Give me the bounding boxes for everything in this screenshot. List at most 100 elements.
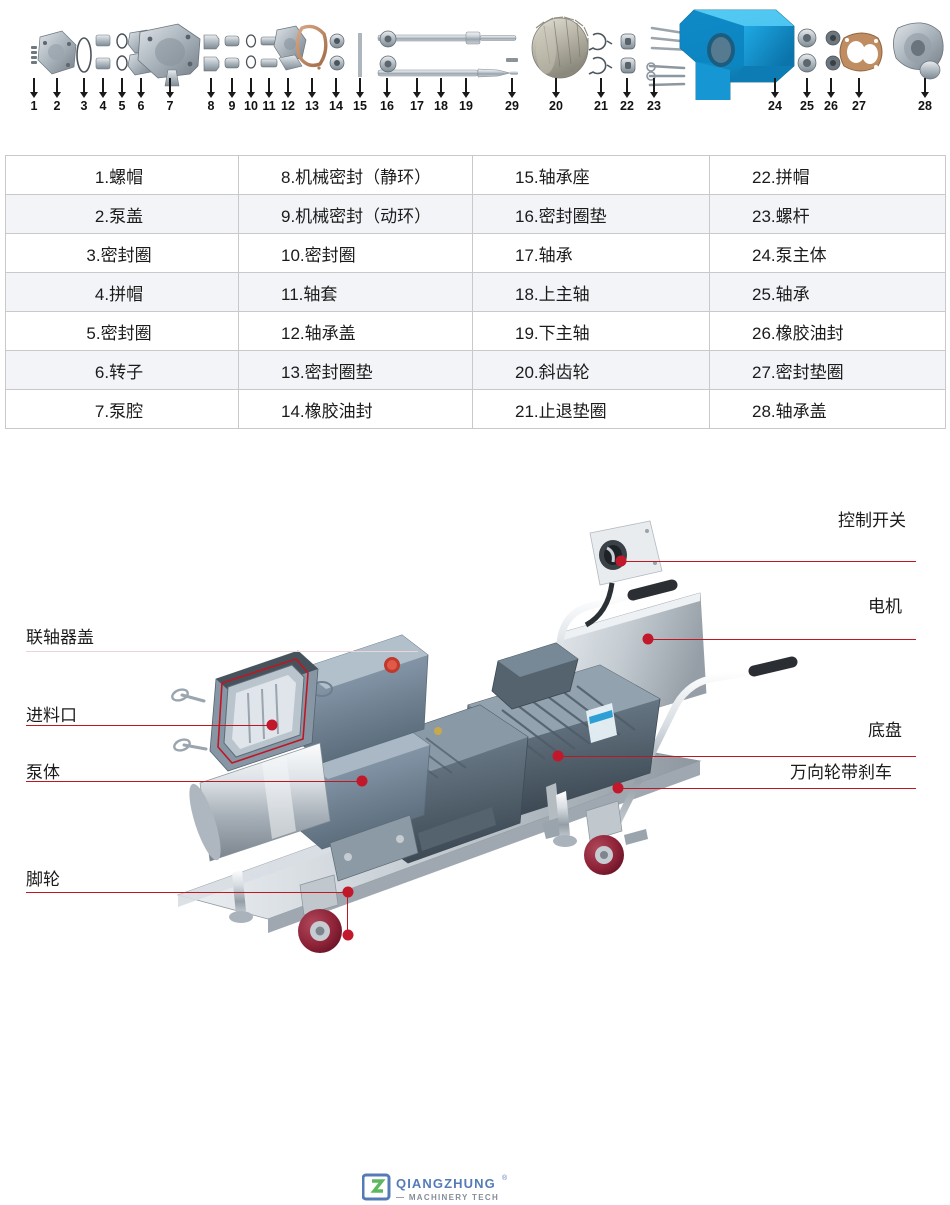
photo-label-right: 电机 [868, 597, 902, 616]
callout-21: 21 [589, 78, 613, 113]
part-name-cell: 4.拼帽 [5, 272, 239, 312]
part-name-cell: 15.轴承座 [472, 155, 710, 195]
callout-stem [653, 78, 655, 92]
part-name-cell: 3.密封圈 [5, 233, 239, 273]
part-name-cell: 27.密封垫圈 [709, 350, 946, 390]
callout-stem [858, 78, 860, 92]
part-name-cell: 24.泵主体 [709, 233, 946, 273]
callout-24: 24 [763, 78, 787, 113]
part-name-cell: 28.轴承盖 [709, 389, 946, 429]
callout-arrow-icon [247, 92, 255, 98]
part-name-cell: 6.转子 [5, 350, 239, 390]
leader-pump-body [26, 781, 362, 783]
callout-number: 26 [824, 99, 838, 113]
leader-chassis [558, 756, 916, 758]
callout-number: 8 [207, 99, 215, 113]
callout-stem [231, 78, 233, 92]
callout-number: 29 [505, 99, 519, 113]
dot-motor [642, 633, 654, 645]
photo-label-left: 联轴器盖 [26, 628, 94, 647]
leader-control-switch [621, 561, 916, 563]
part-retaining-washer [588, 32, 613, 75]
part-bearing [379, 30, 397, 73]
callout-arrow-icon [53, 92, 61, 98]
part-rubber-oil-seal [329, 33, 345, 71]
callout-number: 14 [329, 99, 343, 113]
callout-17: 17 [405, 78, 429, 113]
callout-12: 12 [276, 78, 300, 113]
part-seal-bush [95, 34, 111, 70]
callout-arrow-icon [413, 92, 421, 98]
callout-number: 24 [768, 99, 782, 113]
callout-number: 6 [137, 99, 145, 113]
callout-1: 1 [22, 78, 46, 113]
callout-number: 7 [166, 99, 174, 113]
callout-stem [555, 78, 557, 92]
part-name-cell: 13.密封圈垫 [238, 350, 473, 390]
callout-stem [600, 78, 602, 92]
watermark-tagline-text: — MACHINERY TECH [396, 1193, 499, 1202]
callout-arrow-icon [921, 92, 929, 98]
callout-13: 13 [300, 78, 324, 113]
callout-number: 5 [118, 99, 126, 113]
callout-number: 4 [99, 99, 107, 113]
callout-stem [210, 78, 212, 92]
callout-number: 9 [228, 99, 236, 113]
part-name-cell: 23.螺杆 [709, 194, 946, 234]
part-lock-nut [620, 33, 636, 74]
callout-arrow-icon [284, 92, 292, 98]
callout-arrow-icon [118, 92, 126, 98]
machine-photo-illustration [171, 520, 798, 953]
callout-arrow-icon [597, 92, 605, 98]
callout-stem [774, 78, 776, 92]
part-name-cell: 22.拼帽 [709, 155, 946, 195]
callout-arrow-icon [771, 92, 779, 98]
callout-number: 28 [918, 99, 932, 113]
callout-stem [465, 78, 467, 92]
part-name-cell: 16.密封圈垫 [472, 194, 710, 234]
leveling-foot [553, 791, 577, 847]
pump-head-inlet [171, 650, 319, 772]
part-name-cell: 14.橡胶油封 [238, 389, 473, 429]
leader-caster [26, 892, 348, 894]
callout-arrow-icon [332, 92, 340, 98]
callout-23: 23 [642, 78, 666, 113]
part-mech-seal-dynamic [224, 35, 240, 69]
photo-label-left: 泵体 [26, 763, 60, 782]
product-photo-section: QIANGZHUNG ® — MACHINERY TECH 联轴器盖进料口泵体脚… [0, 443, 950, 1202]
part-name-cell: 10.密封圈 [238, 233, 473, 273]
callout-number: 11 [262, 99, 276, 113]
part-name-cell: 25.轴承 [709, 272, 946, 312]
dot-chassis [552, 750, 564, 762]
callout-stem [268, 78, 270, 92]
callout-number: 21 [594, 99, 608, 113]
callout-arrow-icon [462, 92, 470, 98]
part-name-cell: 7.泵腔 [5, 389, 239, 429]
callout-arrow-icon [30, 92, 38, 98]
callout-arrow-icon [166, 92, 174, 98]
leader-coupling-cover [26, 651, 418, 653]
leader-caster-vertical [347, 892, 349, 935]
photo-label-left: 进料口 [26, 706, 77, 725]
part-pump-chamber [137, 23, 201, 87]
callout-28: 28 [913, 78, 937, 113]
part-name-cell: 5.密封圈 [5, 311, 239, 351]
part-rubber-seal-26 [825, 30, 841, 71]
part-seal-gasket [295, 24, 328, 70]
part-name-cell: 18.上主轴 [472, 272, 710, 312]
callout-number: 18 [434, 99, 448, 113]
photo-label-right: 底盘 [868, 721, 902, 740]
callout-arrow-icon [228, 92, 236, 98]
part-name-cell: 1.螺帽 [5, 155, 239, 195]
callout-22: 22 [615, 78, 639, 113]
callout-stem [169, 78, 171, 92]
callout-5: 5 [110, 78, 134, 113]
callout-stem [140, 78, 142, 92]
callout-arrow-icon [137, 92, 145, 98]
part-pump-cover [37, 30, 77, 75]
callout-stem [359, 78, 361, 92]
